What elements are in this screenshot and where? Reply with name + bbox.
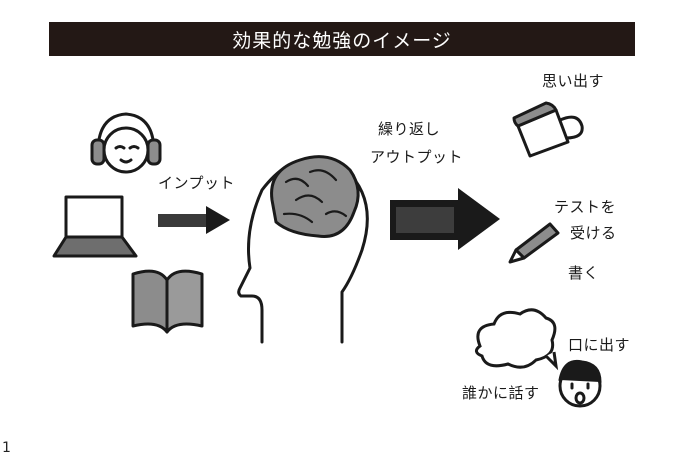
recall-label: 思い出す (542, 72, 605, 90)
speech-bubble-icon (475, 308, 559, 371)
repeat-label: 繰り返し (378, 120, 441, 138)
speaking-person-icon (558, 359, 602, 408)
say-aloud-label: 口に出す (568, 336, 631, 354)
input-label: インプット (158, 174, 236, 192)
head-with-brain-icon (237, 155, 369, 344)
book-icon (131, 269, 204, 334)
output-label: アウトプット (370, 148, 464, 166)
output-arrow-icon (390, 188, 500, 250)
take-test-label: テストを (554, 198, 617, 216)
tell-someone-label: 誰かに話す (462, 384, 540, 402)
laptop-icon (52, 195, 138, 258)
page-title: 効果的な勉強のイメージ (232, 29, 452, 52)
mug-icon (512, 101, 584, 158)
input-arrow-icon (158, 206, 230, 234)
headphones-person-icon (90, 112, 162, 174)
page-number: 1 (2, 440, 11, 456)
pencil-icon (508, 222, 560, 264)
title-bar: 効果的な勉強のイメージ (49, 22, 635, 56)
take-test-label-2: 受ける (570, 224, 617, 242)
write-label: 書く (568, 264, 600, 282)
